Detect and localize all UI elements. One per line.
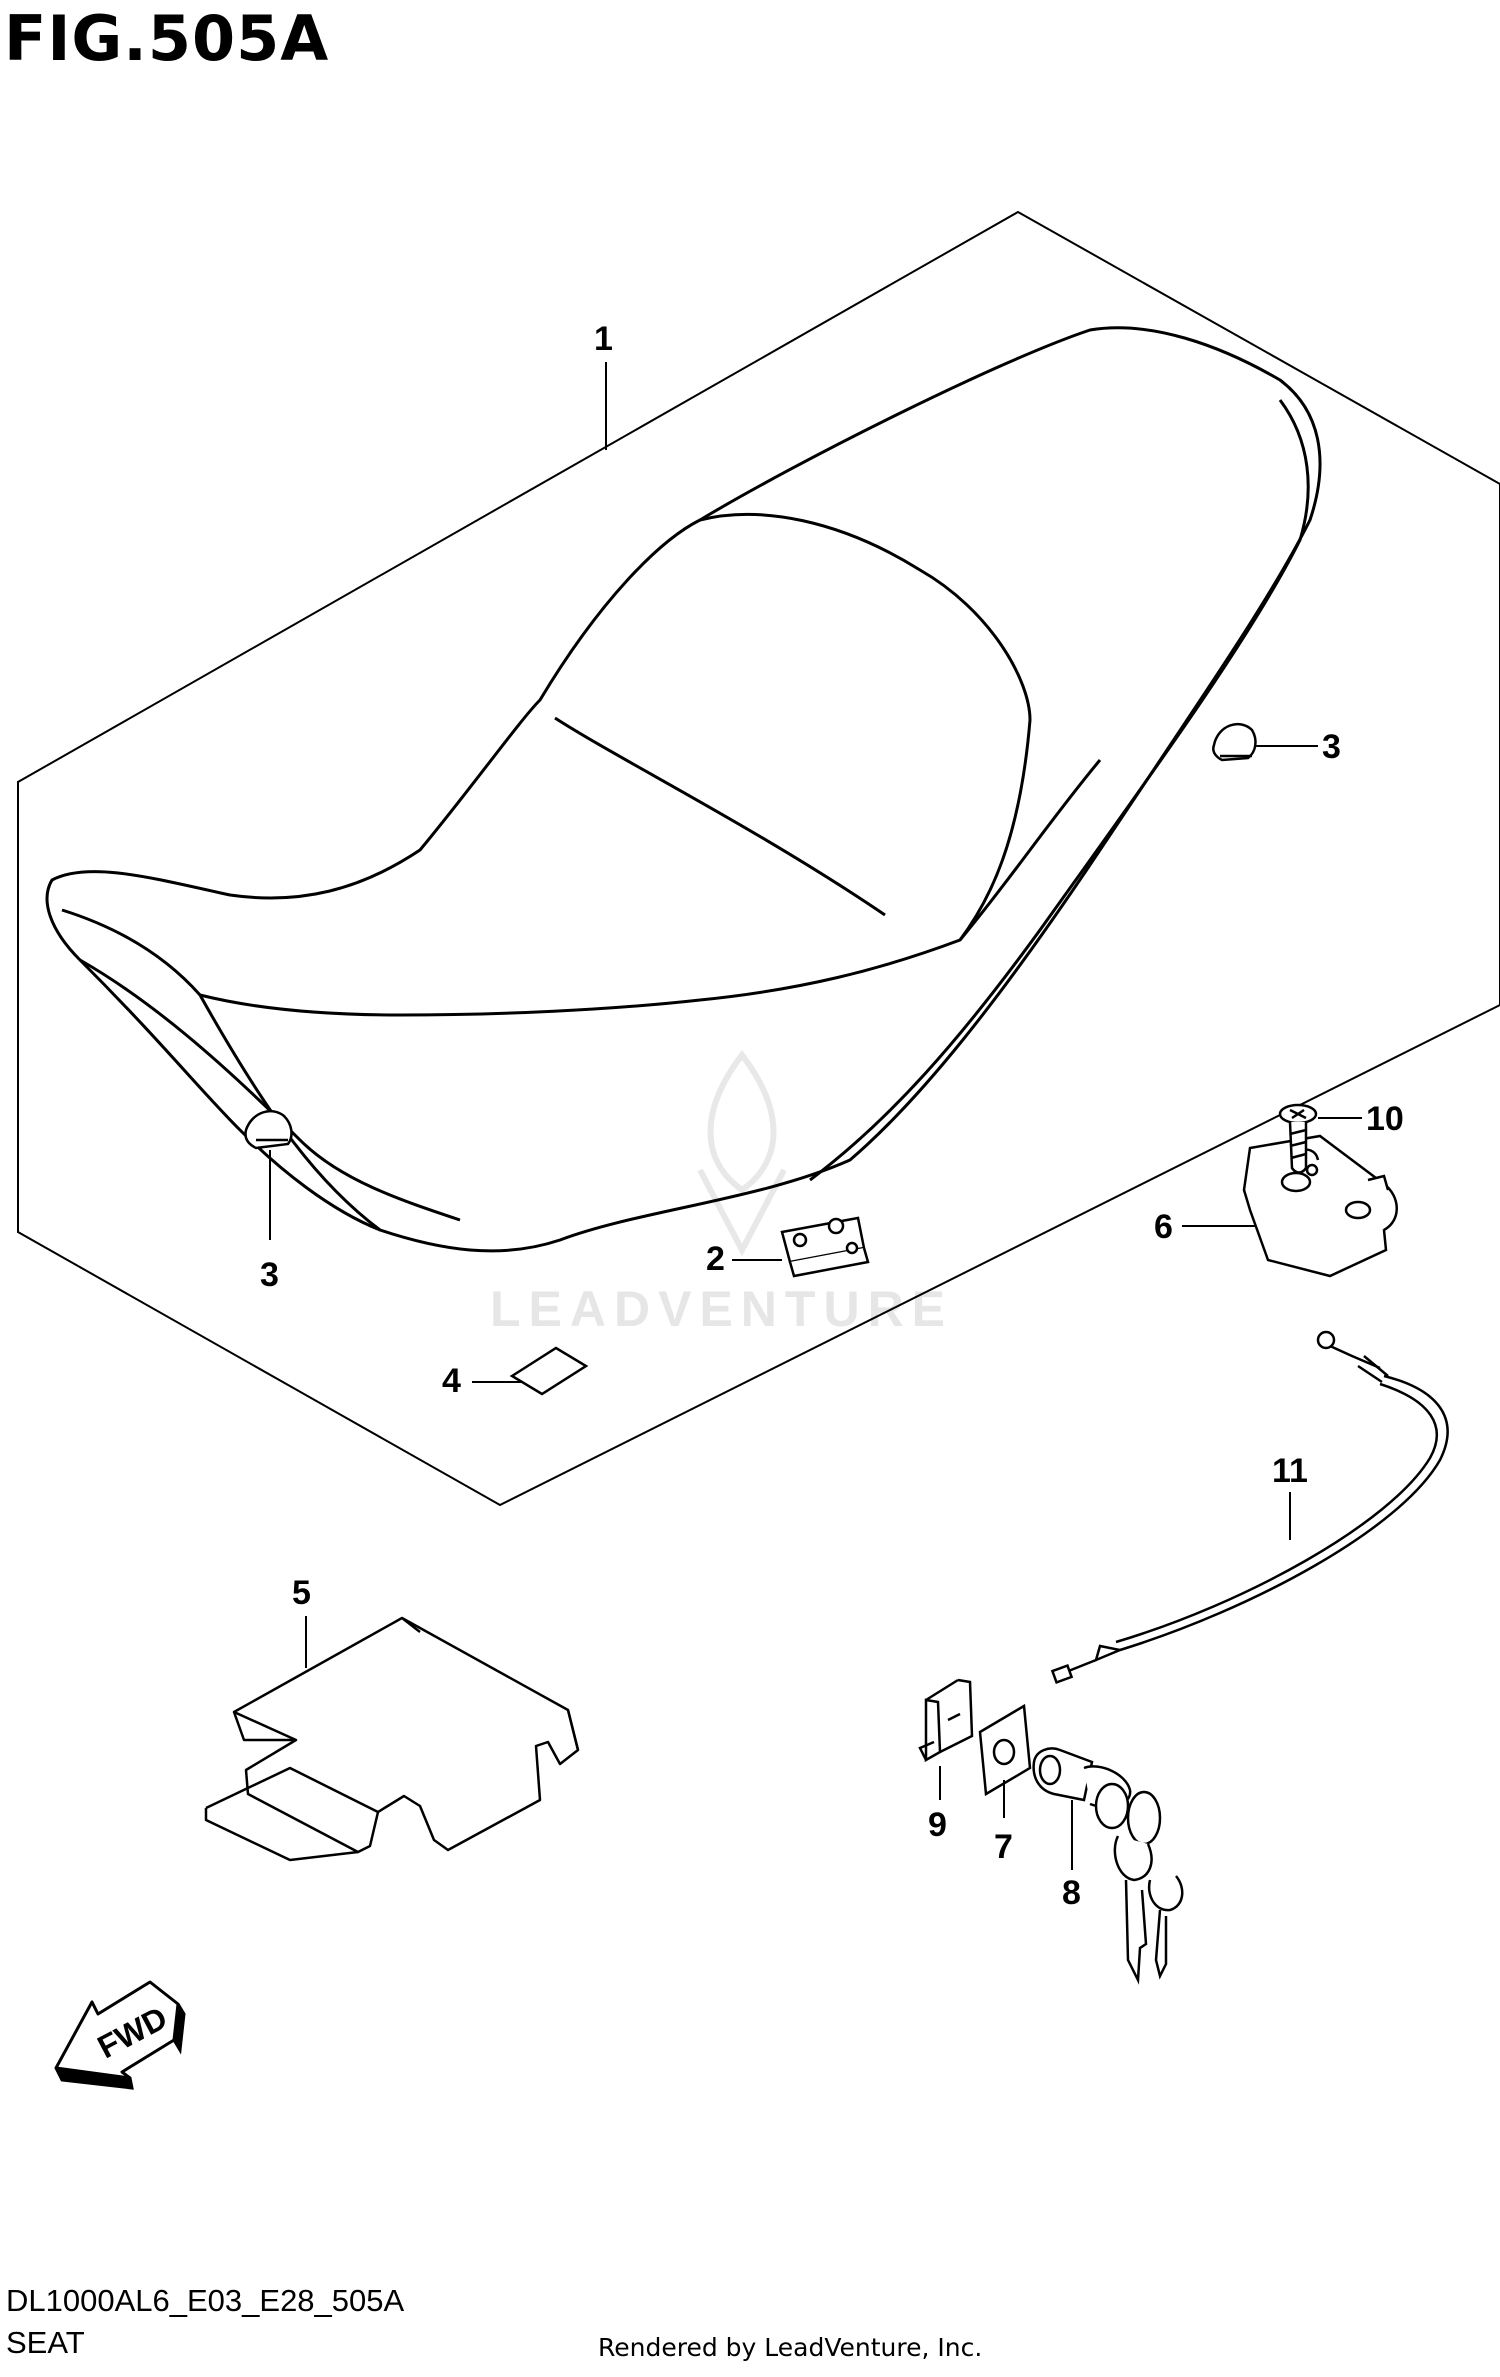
callout-number: 10 <box>1366 1100 1404 1138</box>
callout-11: 11 <box>1272 1452 1308 1540</box>
callout-number: 3 <box>1322 728 1341 766</box>
callout-number: 2 <box>706 1240 725 1278</box>
lock-plate[interactable] <box>980 1706 1030 1794</box>
diagram-code: DL1000AL6_E03_E28_505A <box>6 2283 405 2318</box>
callout-number: 3 <box>260 1256 279 1294</box>
section-name: SEAT <box>6 2325 85 2360</box>
callout-number: 4 <box>442 1362 461 1400</box>
callout-number: 7 <box>994 1828 1013 1866</box>
figure-title: FIG.505A <box>4 2 330 75</box>
callout-9: 9 <box>928 1766 947 1844</box>
rubber-cushion[interactable] <box>245 1111 291 1148</box>
lock-clip[interactable] <box>920 1680 972 1760</box>
seat-tray[interactable] <box>206 1618 578 1860</box>
seat[interactable] <box>47 328 1320 1251</box>
callout-7: 7 <box>994 1780 1013 1866</box>
callout-number: 8 <box>1062 1874 1081 1912</box>
watermark-logo <box>700 1055 784 1250</box>
callout-number: 11 <box>1272 1452 1308 1490</box>
callout-10: 10 <box>1318 1100 1404 1138</box>
callout-number: 9 <box>928 1806 947 1844</box>
lock-base[interactable] <box>1244 1136 1397 1276</box>
callout-number: 6 <box>1154 1208 1173 1246</box>
rubber-cushion[interactable] <box>1213 724 1255 760</box>
callout-number: 5 <box>292 1574 311 1612</box>
callout-6: 6 <box>1154 1208 1256 1246</box>
label-sticker[interactable] <box>512 1348 586 1394</box>
callout-1: 1 <box>594 320 613 450</box>
connector[interactable] <box>782 1218 868 1276</box>
seat-lock-cable[interactable] <box>1052 1332 1447 1682</box>
fwd-arrow-icon: FWD <box>56 1982 184 2088</box>
screw[interactable] <box>1280 1105 1316 1173</box>
watermark-text: LEADVENTURE <box>490 1281 954 1337</box>
callout-3-right: 3 <box>1256 728 1341 766</box>
assembly-outline <box>18 212 1500 1505</box>
rendered-by-credit: Rendered by LeadVenture, Inc. <box>598 2333 983 2362</box>
callout-2: 2 <box>706 1240 782 1278</box>
callout-3-left: 3 <box>260 1150 279 1294</box>
callout-4: 4 <box>442 1362 522 1400</box>
callout-number: 1 <box>594 320 613 358</box>
callout-8: 8 <box>1062 1800 1081 1912</box>
callout-5: 5 <box>292 1574 311 1668</box>
lock-set[interactable] <box>1034 1749 1183 1981</box>
